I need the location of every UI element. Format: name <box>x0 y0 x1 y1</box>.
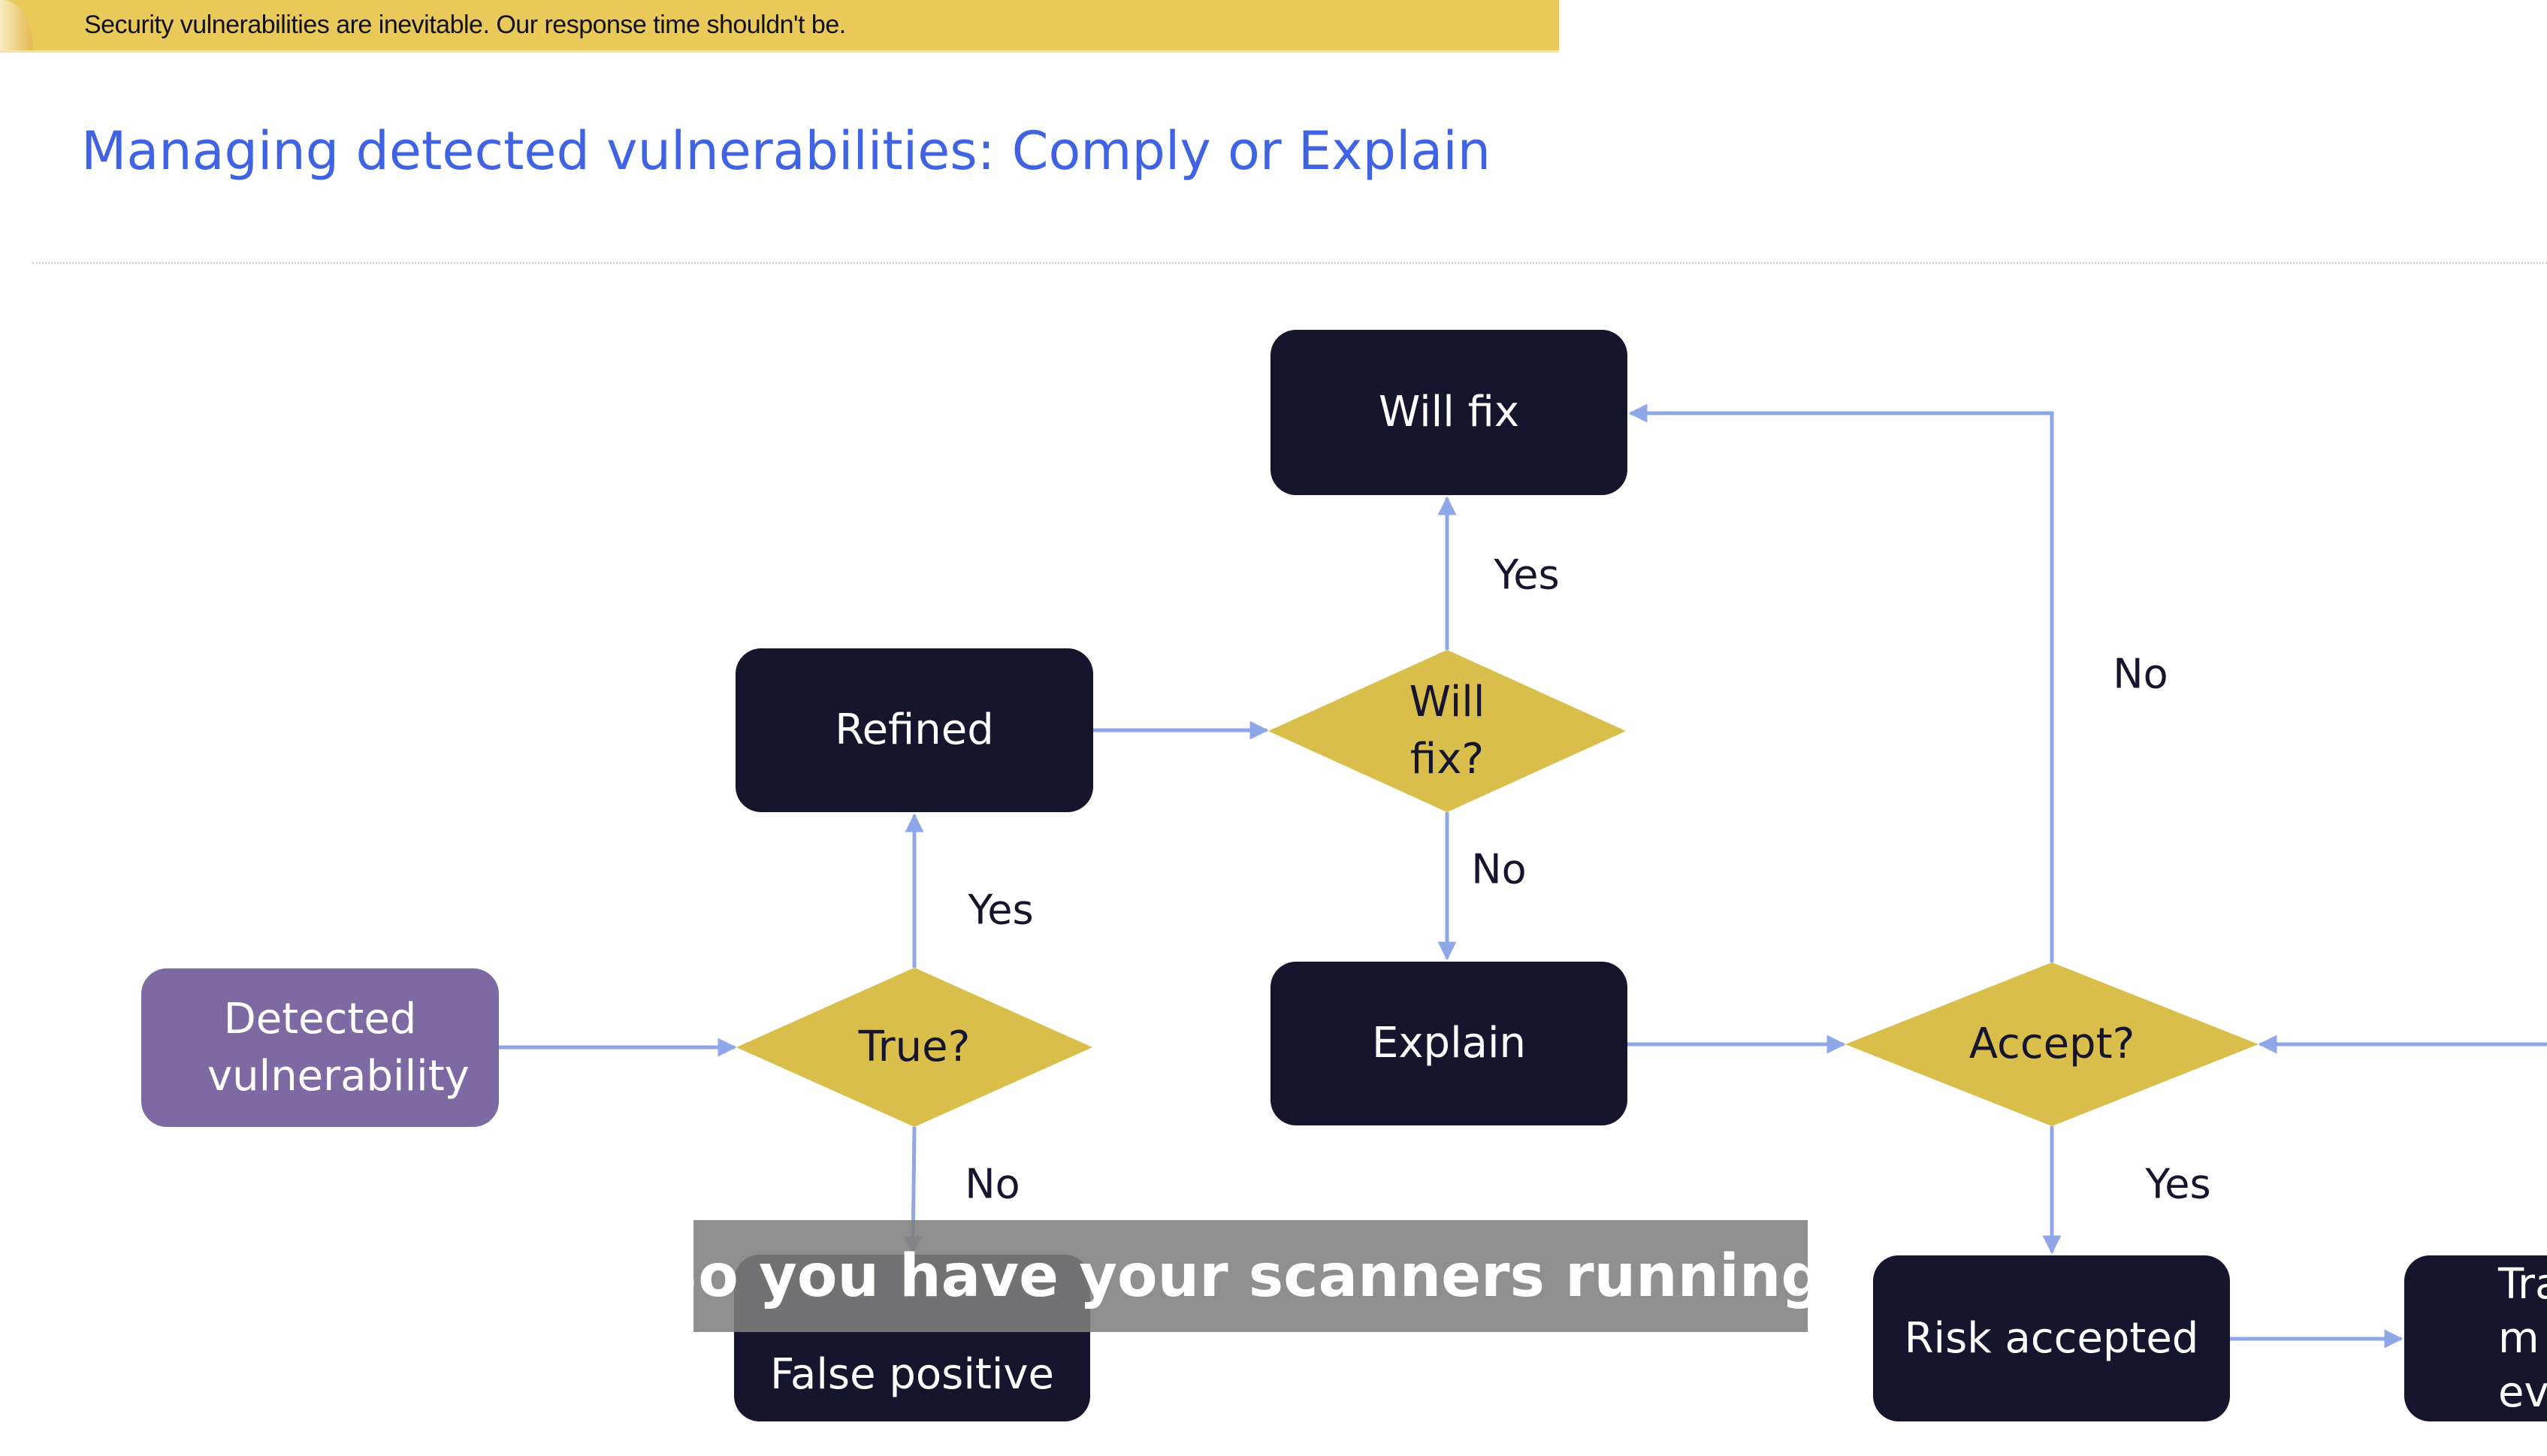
node-risk-accepted: Risk accepted <box>1873 1255 2230 1421</box>
node-label: Explain <box>1372 1019 1526 1068</box>
edge-accept-willfix <box>1628 403 2054 962</box>
node-label: Refined <box>835 705 994 754</box>
node-label: False positive <box>769 1350 1055 1399</box>
edge-label-no: No <box>965 1160 1020 1208</box>
node-cut-off: Tra m ev <box>2404 1255 2547 1421</box>
edge-label-yes: Yes <box>2145 1160 2211 1208</box>
node-label: Risk accepted <box>1904 1313 2199 1363</box>
node-label: Detected vulnerability <box>207 994 470 1101</box>
node-detected-vulnerability: Detected vulnerability <box>141 968 499 1127</box>
node-explain: Explain <box>1270 962 1627 1125</box>
node-will-fix: Will fix <box>1270 330 1627 495</box>
diamond-will-fix <box>1268 650 1626 812</box>
edge-label-yes: Yes <box>1494 551 1560 599</box>
node-refined: Refined <box>736 648 1093 812</box>
video-caption: So you have your scanners running. <box>656 1220 1845 1332</box>
divider <box>32 262 2547 264</box>
banner-text: Security vulnerabilities are inevitable.… <box>84 11 846 39</box>
caption-text: So you have your scanners running. <box>656 1242 1845 1310</box>
diamond-accept <box>1845 962 2258 1126</box>
edge-label-no: No <box>2113 650 2168 698</box>
node-label: Will fix <box>1378 388 1520 436</box>
top-banner: Security vulnerabilities are inevitable.… <box>0 0 1559 53</box>
diamond-will-fix-label: Will fix? <box>1409 678 1485 784</box>
diamond-accept-label: Accept? <box>1968 1020 2135 1068</box>
diamond-true-label: True? <box>858 1023 971 1071</box>
node-label: Tra m ev <box>2498 1259 2547 1417</box>
edge-label-no: No <box>1471 845 1527 893</box>
diamond-true <box>736 968 1092 1127</box>
edge-label-yes: Yes <box>968 886 1034 934</box>
slide-title: Managing detected vulnerabilities: Compl… <box>81 120 1491 182</box>
